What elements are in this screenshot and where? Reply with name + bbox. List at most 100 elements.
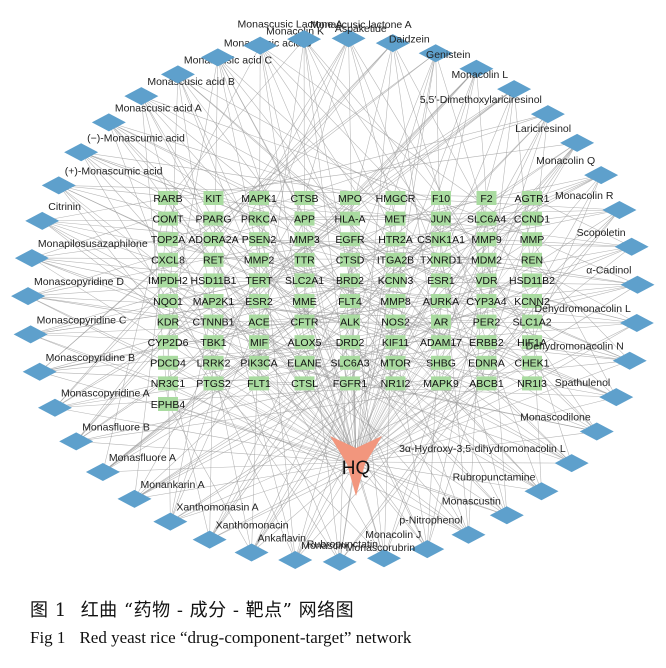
- component-node-monasfluore-b: Monasfluore B: [59, 421, 150, 451]
- edge: [75, 321, 169, 442]
- target-node-flt1: FLT1: [247, 376, 271, 391]
- edge: [213, 383, 357, 463]
- component-label: Genistein: [426, 49, 471, 61]
- component-diamond: [614, 237, 649, 256]
- component-node-rubropunctamine: Rubropunctamine: [453, 471, 559, 501]
- target-box: [158, 294, 178, 308]
- edge: [486, 280, 617, 398]
- target-box: [476, 355, 497, 370]
- target-node-top2a: TOP2A: [151, 232, 185, 247]
- target-node-mmp9: MMP9: [471, 232, 502, 247]
- component-node-xanthomonasin-a: Xanthomonasin A: [153, 502, 259, 531]
- caption-english-number: Fig 1: [30, 628, 66, 647]
- edge: [348, 38, 487, 384]
- target-label: CCND1: [514, 213, 550, 225]
- edge: [440, 259, 508, 516]
- target-node-kcnn2: KCNN2: [514, 294, 550, 308]
- edge: [304, 88, 515, 240]
- target-box: [158, 355, 178, 370]
- target-label: MMP: [520, 234, 545, 246]
- edge: [440, 259, 638, 285]
- target-node-ptgs2: PTGS2: [196, 376, 231, 391]
- edge: [355, 246, 632, 463]
- component-node-monascusic-acid-b: Monascusic acid B: [124, 76, 235, 106]
- edge: [27, 295, 169, 364]
- target-box: [203, 294, 224, 308]
- edge: [217, 57, 305, 219]
- component-diamond: [243, 36, 278, 55]
- component-node-genistein: Genistein: [426, 49, 494, 78]
- edge: [58, 185, 214, 384]
- target-label: CHEK1: [514, 358, 549, 370]
- target-label: HMGCR: [376, 193, 416, 205]
- edge: [258, 88, 515, 281]
- target-box: [203, 376, 224, 391]
- component-node-daidzein: Daidzein: [389, 33, 453, 63]
- target-label: HIF1A: [517, 337, 547, 349]
- component-label: Lariciresinol: [515, 123, 571, 135]
- edge: [39, 371, 357, 463]
- target-label: KDR: [157, 316, 180, 328]
- edge: [213, 300, 630, 361]
- component-node-monascustin: Monascustin: [442, 495, 524, 525]
- target-box: [203, 314, 224, 329]
- edge: [31, 257, 357, 463]
- edge: [167, 38, 349, 322]
- target-box: [431, 211, 451, 226]
- target-node-brd2: BRD2: [336, 273, 364, 288]
- edge: [355, 431, 597, 463]
- edge: [531, 197, 632, 248]
- target-label: ADAM17: [420, 337, 462, 349]
- edge: [134, 461, 357, 500]
- target-box: [340, 314, 360, 329]
- target-box: [294, 294, 315, 308]
- target-box: [203, 232, 224, 247]
- component-node-monapilosusazaphilone: Monapilosusazaphilone: [14, 238, 148, 268]
- target-box: [385, 355, 406, 370]
- target-node-shbg: SHBG: [426, 355, 456, 370]
- target-box: [158, 191, 178, 205]
- target-label: TXNRD1: [420, 255, 462, 267]
- target-box: [431, 273, 451, 288]
- edge: [304, 259, 357, 463]
- target-label: VDR: [475, 275, 498, 287]
- component-diamond: [367, 549, 402, 568]
- target-box: [385, 376, 406, 391]
- target-label: CTSL: [291, 378, 318, 390]
- target-label: TERT: [245, 275, 273, 287]
- target-node-erbb2: ERBB2: [469, 335, 504, 350]
- target-box: [249, 252, 269, 267]
- component-diamond: [489, 506, 524, 525]
- target-node-mapk1: MAPK1: [241, 191, 277, 205]
- component-node-ankaflavin: Ankaflavin: [234, 532, 306, 562]
- component-label: Monascusic lactone A: [310, 19, 412, 31]
- edge: [213, 280, 572, 464]
- edge: [251, 300, 396, 553]
- target-node-comt: COMT: [153, 211, 184, 226]
- target-node-ednra: EDNRA: [468, 355, 505, 370]
- edge: [395, 246, 632, 322]
- target-label: MAP2K1: [193, 296, 235, 308]
- target-box: [158, 232, 178, 247]
- component-diamond: [410, 540, 445, 559]
- edge: [294, 461, 357, 561]
- edge: [108, 122, 357, 463]
- edge: [476, 68, 487, 199]
- target-label: KCNN2: [514, 296, 550, 308]
- edge: [167, 362, 357, 463]
- target-label: F2: [480, 193, 492, 205]
- component-diamond: [278, 550, 313, 569]
- target-label: AGTR1: [514, 193, 549, 205]
- edge: [486, 383, 572, 464]
- component-diamond: [530, 105, 565, 124]
- edge: [395, 68, 477, 281]
- component-label: Monascin: [301, 540, 346, 552]
- target-label: SLC1A2: [512, 316, 551, 328]
- target-box: [522, 314, 542, 329]
- edge: [80, 152, 169, 302]
- target-node-hif1a: HIF1A: [517, 335, 547, 350]
- target-label: KIF11: [382, 337, 409, 349]
- component-label: Monascopyridine A: [61, 388, 150, 400]
- target-box: [158, 397, 178, 411]
- edge: [141, 95, 487, 219]
